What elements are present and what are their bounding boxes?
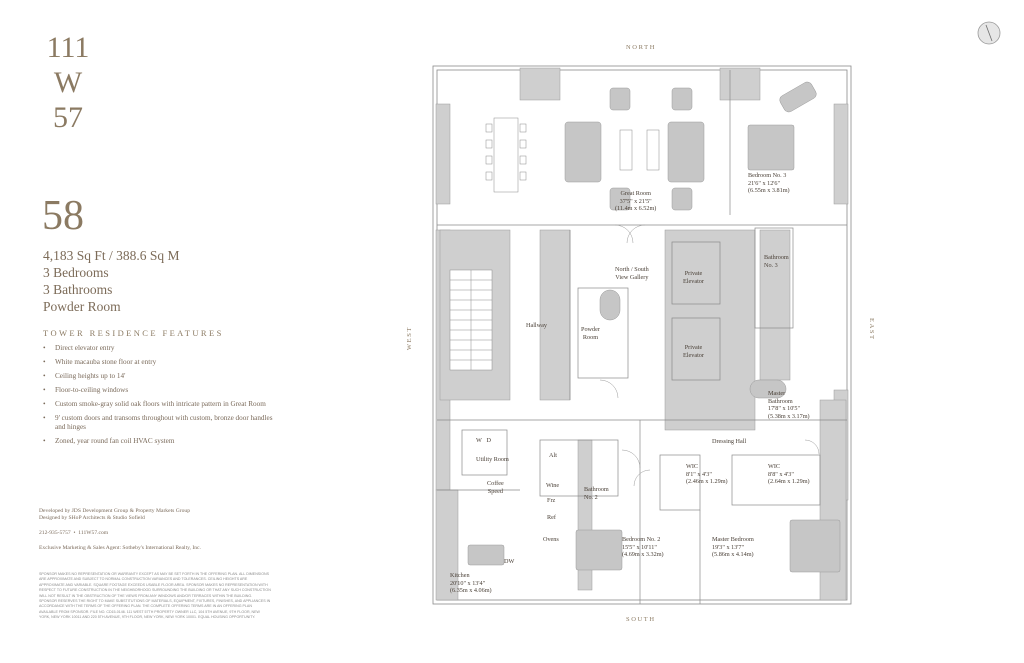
room-dressing-hall: Dressing Hall	[712, 438, 747, 445]
credits: Developed by JDS Development Group & Pro…	[39, 508, 271, 552]
feature-item: •Direct elevator entry	[43, 344, 115, 352]
floor-plan-drawing	[432, 65, 852, 605]
agent-credit: Exclusive Marketing & Sales Agent: Sothe…	[39, 545, 201, 551]
elevator-core	[664, 229, 756, 431]
washer-dryer: W D	[476, 437, 491, 444]
armchair-nw	[609, 87, 631, 111]
logo-line-3: 57	[53, 101, 83, 134]
appliance-alt: Alt	[549, 452, 557, 459]
bed-3	[747, 124, 795, 171]
hallway-wall	[539, 229, 571, 401]
logo-line-1: 111	[46, 31, 90, 64]
area-stat: 4,183 Sq Ft / 388.6 Sq M	[43, 248, 180, 263]
features-list: •Direct elevator entry •White macauba st…	[43, 344, 283, 451]
armchair-ne	[671, 87, 693, 111]
powder-stone	[599, 289, 621, 321]
west-label: WEST	[406, 326, 413, 351]
powder-room-stat: Powder Room	[43, 299, 121, 314]
appliance-frz: Frz	[547, 497, 556, 504]
contact-line: 212-935-5757 • 111W57.com	[39, 530, 109, 536]
bathtub-north	[779, 81, 817, 113]
coffee-table-2	[646, 129, 660, 171]
features-title: TOWER RESIDENCE FEATURES	[43, 328, 224, 338]
feature-item: •Zoned, year round fan coil HVAC system	[43, 437, 175, 445]
appliance-ovens: Ovens	[543, 536, 559, 543]
north-column-2	[719, 67, 761, 101]
feature-item: •Ceiling heights up to 14'	[43, 372, 126, 380]
south-label: SOUTH	[626, 616, 656, 623]
compass-rose-icon	[976, 20, 1002, 46]
north-label: NORTH	[626, 44, 656, 51]
appliance-wine: Wine	[546, 482, 560, 489]
bed-2	[575, 529, 623, 571]
exterior-wall	[432, 65, 852, 605]
dining-table	[493, 117, 519, 193]
phone-number: 212-935-5757	[39, 530, 71, 536]
designer-credit: Designed by SHoP Architects & Studio Sof…	[39, 515, 145, 521]
room-hallway: Hallway	[526, 322, 547, 329]
sofa-east	[667, 121, 705, 183]
info-panel: 111 W 57 58 4,183 Sq Ft / 388.6 Sq M 3 B…	[0, 0, 400, 663]
appliance-dw: DW	[504, 558, 515, 565]
bathrooms-stat: 3 Bathrooms	[43, 282, 113, 297]
west-column-north	[435, 103, 451, 205]
feature-item: •White macauba stone floor at entry	[43, 358, 157, 366]
feature-item: •9' custom doors and transoms throughout…	[43, 414, 273, 431]
developer-credit: Developed by JDS Development Group & Pro…	[39, 508, 191, 514]
kitchen-island	[467, 544, 505, 566]
bath3-wall	[759, 229, 791, 381]
appliance-ref: Ref	[547, 514, 556, 521]
east-column-north	[833, 103, 849, 205]
website-link[interactable]: 111W57.com	[78, 530, 109, 536]
bedrooms-stat: 3 Bedrooms	[43, 265, 109, 280]
east-label: EAST	[868, 318, 875, 341]
feature-item: •Floor-to-ceiling windows	[43, 386, 129, 394]
building-logo: 111 W 57	[38, 30, 98, 135]
floor-number: 58	[42, 193, 84, 239]
logo-line-2: W	[53, 66, 83, 99]
room-utility: Utility Room	[476, 456, 509, 463]
sofa-west	[564, 121, 602, 183]
coffee-table-1	[619, 129, 633, 171]
legal-disclaimer: Sponsor makes no representation or warra…	[39, 572, 271, 620]
north-column-1	[519, 67, 561, 101]
armchair-sw	[609, 187, 631, 211]
feature-item: •Custom smoke-gray solid oak floors with…	[43, 400, 266, 408]
unit-stats: 4,183 Sq Ft / 388.6 Sq M 3 Bedrooms 3 Ba…	[43, 247, 180, 315]
master-bed	[789, 519, 841, 573]
armchair-se	[671, 187, 693, 211]
master-tub	[749, 379, 787, 399]
